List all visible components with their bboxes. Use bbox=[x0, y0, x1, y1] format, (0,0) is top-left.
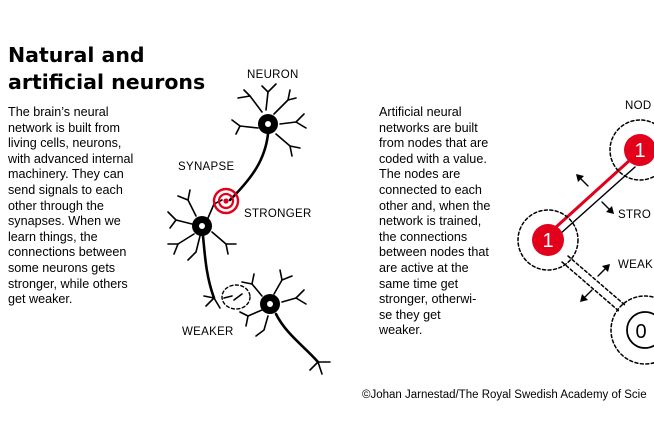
title-line-1: Natural and bbox=[8, 43, 145, 67]
artificial-text-line: are active at the bbox=[379, 260, 469, 275]
strong-synapse-target bbox=[212, 187, 240, 215]
stronger-label: STRONGER bbox=[244, 208, 312, 220]
natural-text-line: machinery. They can bbox=[8, 167, 124, 182]
natural-text-line: get weaker. bbox=[8, 292, 73, 307]
artificial-text-line: network is trained, bbox=[379, 214, 482, 229]
weak-connection-line-1 bbox=[561, 261, 621, 313]
top-node-ring bbox=[609, 119, 654, 181]
top-node bbox=[624, 134, 654, 166]
natural-text-line: other through the bbox=[8, 198, 104, 213]
natural-text-line: living cells, neurons, bbox=[8, 136, 122, 151]
natural-text-line: synapses. When we bbox=[8, 214, 121, 229]
artificial-text-line: coded with a value. bbox=[379, 151, 487, 166]
neuron-label: NEURON bbox=[247, 69, 299, 81]
bottom-neuron-axon bbox=[274, 312, 320, 364]
artificial-text-line: same time get bbox=[379, 276, 459, 291]
image-credit: ©Johan Jarnestad/The Royal Swedish Acade… bbox=[362, 389, 647, 401]
stronger-connection-label: STRO bbox=[618, 209, 652, 221]
natural-text-line: stronger, while others bbox=[8, 276, 128, 291]
synapse-label: SYNAPSE bbox=[178, 161, 235, 173]
natural-text-line: learn things, the bbox=[8, 229, 98, 244]
top-neuron-axon bbox=[228, 132, 270, 202]
weak-synapse-circle bbox=[221, 284, 251, 310]
artificial-text-line: weaker. bbox=[379, 323, 423, 338]
weaker-connection-label: WEAK bbox=[618, 259, 654, 271]
title-line-2: artificial neurons bbox=[8, 70, 206, 94]
left-node bbox=[532, 224, 564, 256]
natural-text-line: send signals to each bbox=[8, 182, 123, 197]
weaker-label: WEAKER bbox=[182, 326, 234, 338]
natural-text-line: network is built from bbox=[8, 120, 120, 135]
top-neuron-dendrites bbox=[231, 83, 307, 157]
natural-text-line: connections between bbox=[8, 245, 127, 260]
left-node-ring bbox=[517, 209, 579, 271]
strong-connection-black bbox=[559, 166, 636, 235]
weak-connection-line-2 bbox=[567, 255, 627, 307]
node-label: NOD bbox=[625, 100, 652, 112]
bottom-node-ring bbox=[610, 295, 654, 365]
artificial-text-line: between nodes that bbox=[379, 245, 489, 260]
artificial-text-line: Artificial neural bbox=[379, 105, 462, 119]
natural-text-line: with advanced internal bbox=[8, 151, 134, 166]
artificial-text-line: from nodes that are bbox=[379, 136, 489, 151]
artificial-text-line: The nodes are bbox=[379, 167, 461, 182]
diagram-title: Natural and artificial neurons bbox=[8, 42, 205, 96]
left-node-value: 1 bbox=[542, 230, 553, 252]
artificial-text-line: se they get bbox=[379, 307, 441, 322]
middle-neuron-dendrites bbox=[167, 189, 237, 261]
bottom-node-value: 0 bbox=[635, 321, 646, 343]
artificial-text-line: networks are built bbox=[379, 120, 478, 135]
artificial-text-line: stronger, otherwi- bbox=[379, 292, 477, 307]
artificial-text-line: the connections bbox=[379, 229, 468, 244]
artificial-text-line: other and, when the bbox=[379, 198, 491, 213]
top-node-value: 1 bbox=[634, 140, 645, 162]
middle-neuron-axon bbox=[201, 234, 216, 300]
natural-text-line: some neurons gets bbox=[8, 260, 116, 275]
strengthen-arrows bbox=[577, 175, 613, 301]
bottom-neuron-dendrites bbox=[239, 269, 307, 337]
natural-text-line: The brain’s neural bbox=[8, 105, 109, 119]
artificial-text-line: connected to each bbox=[379, 182, 482, 197]
